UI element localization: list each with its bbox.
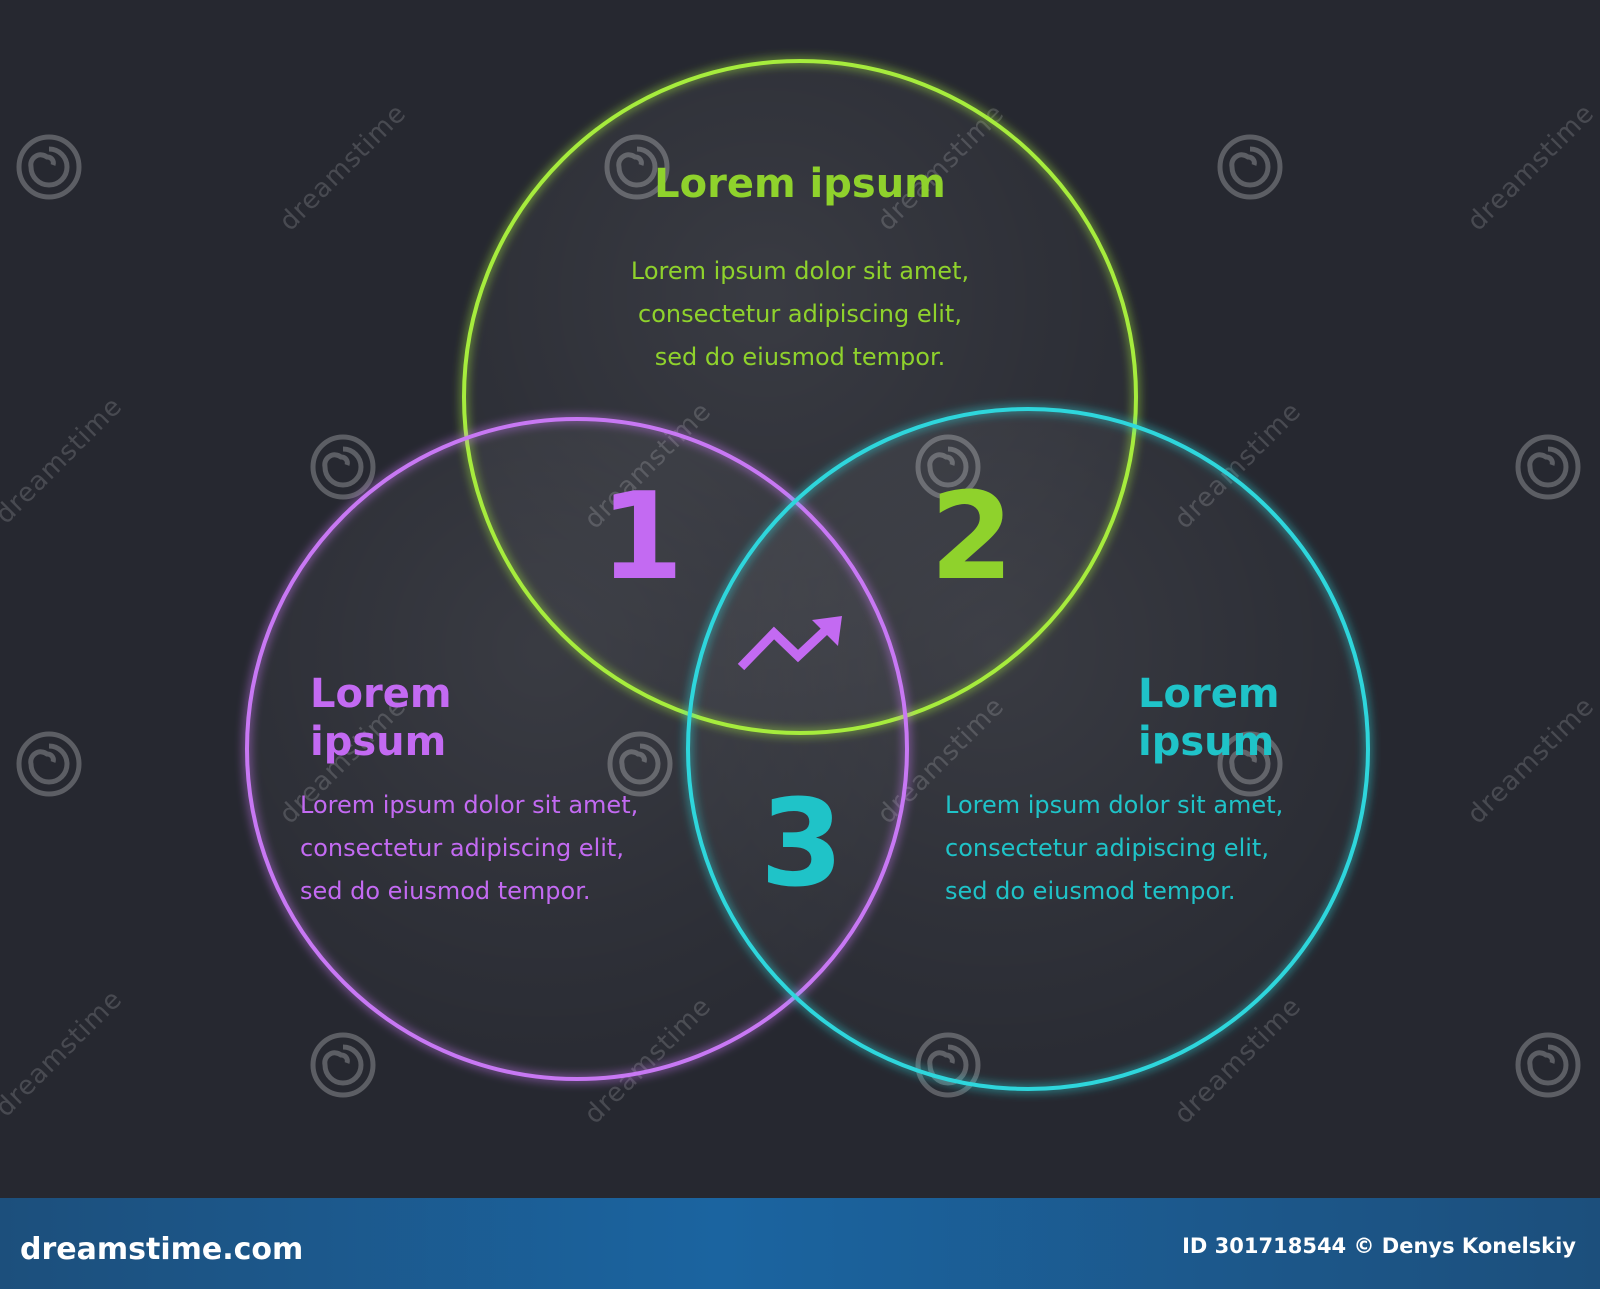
- left-circle-title: Lorem ipsum: [310, 670, 452, 766]
- intersection-number-3: 3: [760, 775, 844, 914]
- brand-logo-text: dreamstime.com: [20, 1232, 304, 1267]
- intersection-number-2: 2: [930, 468, 1014, 607]
- image-credit: ID 301718544 © Denys Konelskiy: [1182, 1234, 1576, 1258]
- title-line: ipsum: [1138, 719, 1275, 765]
- left-circle-text: Lorem ipsum dolor sit amet, consectetur …: [300, 784, 720, 913]
- title-line: Lorem: [310, 671, 452, 717]
- circle-left-ring: [245, 417, 909, 1081]
- top-circle-title: Lorem ipsum: [654, 161, 946, 207]
- circle-right-ring: [686, 407, 1370, 1091]
- text-line: consectetur adipiscing elit,: [638, 300, 962, 328]
- watermark-text: dreamstime: [0, 984, 128, 1123]
- title-line: ipsum: [310, 719, 447, 765]
- text-line: consectetur adipiscing elit,: [945, 834, 1269, 862]
- title-line: Lorem: [1138, 671, 1280, 717]
- footer-bar: dreamstime.com ID 301718544 © Denys Kone…: [0, 1198, 1600, 1289]
- spiral-logo-icon: [313, 1035, 373, 1095]
- circle-top-ring: [462, 59, 1138, 735]
- watermark-text: dreamstime: [274, 98, 413, 237]
- intersection-number-1: 1: [600, 468, 684, 607]
- trend-up-arrow-icon: [737, 616, 842, 671]
- text-line: Lorem ipsum dolor sit amet,: [630, 257, 970, 285]
- spiral-logo-icon: [1518, 1035, 1578, 1095]
- spiral-logo-icon: [19, 734, 79, 794]
- watermark-text: dreamstime: [0, 391, 128, 530]
- top-circle-text: Lorem ipsum dolor sit amet, consectetur …: [560, 250, 1040, 379]
- right-circle-text: Lorem ipsum dolor sit amet, consectetur …: [945, 784, 1365, 913]
- watermark-text: dreamstime: [1462, 98, 1600, 237]
- text-line: consectetur adipiscing elit,: [300, 834, 624, 862]
- spiral-logo-icon: [19, 137, 79, 197]
- text-line: sed do eiusmod tempor.: [654, 343, 946, 371]
- text-line: Lorem ipsum dolor sit amet,: [945, 791, 1284, 819]
- right-circle-title: Lorem ipsum: [1138, 670, 1280, 766]
- text-line: sed do eiusmod tempor.: [300, 877, 591, 905]
- text-line: sed do eiusmod tempor.: [945, 877, 1236, 905]
- watermark-text: dreamstime: [1462, 691, 1600, 830]
- venn-diagram: dreamstime dreamstime dreamstime dreamst…: [0, 59, 1600, 1130]
- spiral-logo-icon: [313, 437, 373, 497]
- text-line: Lorem ipsum dolor sit amet,: [300, 791, 639, 819]
- infographic-canvas: dreamstime dreamstime dreamstime dreamst…: [0, 59, 1600, 1130]
- spiral-logo-icon: [1220, 137, 1280, 197]
- spiral-logo-icon: [1518, 437, 1578, 497]
